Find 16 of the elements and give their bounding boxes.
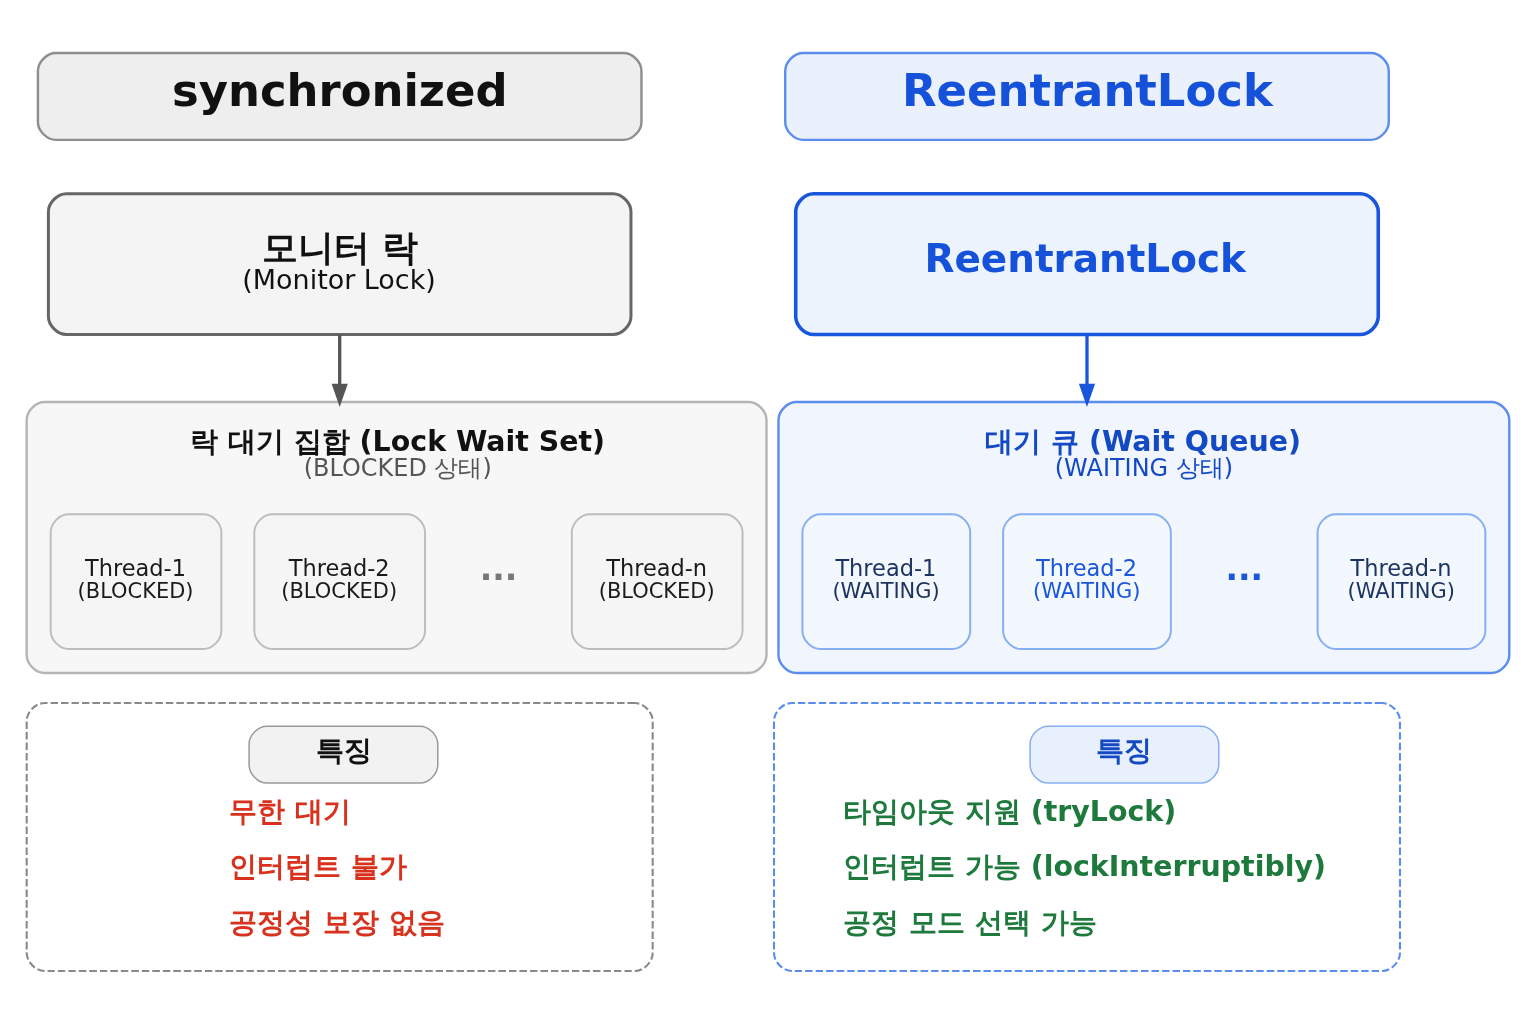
label: ··· [479, 557, 518, 597]
node-box: 특징 타임아웃 지원 (tryLock) 인터럽트 가능 (lockInterruptibly) 공정 모드 선택 가능 [772, 701, 1402, 973]
node-box: ReentrantLock [793, 191, 1381, 337]
node-box: Thread-2 (WAITING) [1002, 513, 1172, 650]
node-box: Thread-n (BLOCKED) [570, 513, 744, 650]
node-box: Thread-n (WAITING) [1316, 513, 1487, 650]
node-box: Thread-1 (WAITING) [801, 513, 972, 650]
node-box: 특징 무한 대기 인터럽트 불가 공정성 보장 없음 [25, 701, 654, 973]
arrow [1078, 334, 1096, 407]
arrow [331, 334, 348, 407]
node-box: Thread-2 (BLOCKED) [253, 513, 427, 650]
node-box: synchronized [36, 51, 643, 142]
node-box: ReentrantLock [784, 51, 1390, 142]
node-box: 모니터 락 (Monitor Lock) [46, 192, 633, 337]
label: ··· [1225, 557, 1264, 597]
node-box: Thread-1 (BLOCKED) [49, 513, 223, 650]
